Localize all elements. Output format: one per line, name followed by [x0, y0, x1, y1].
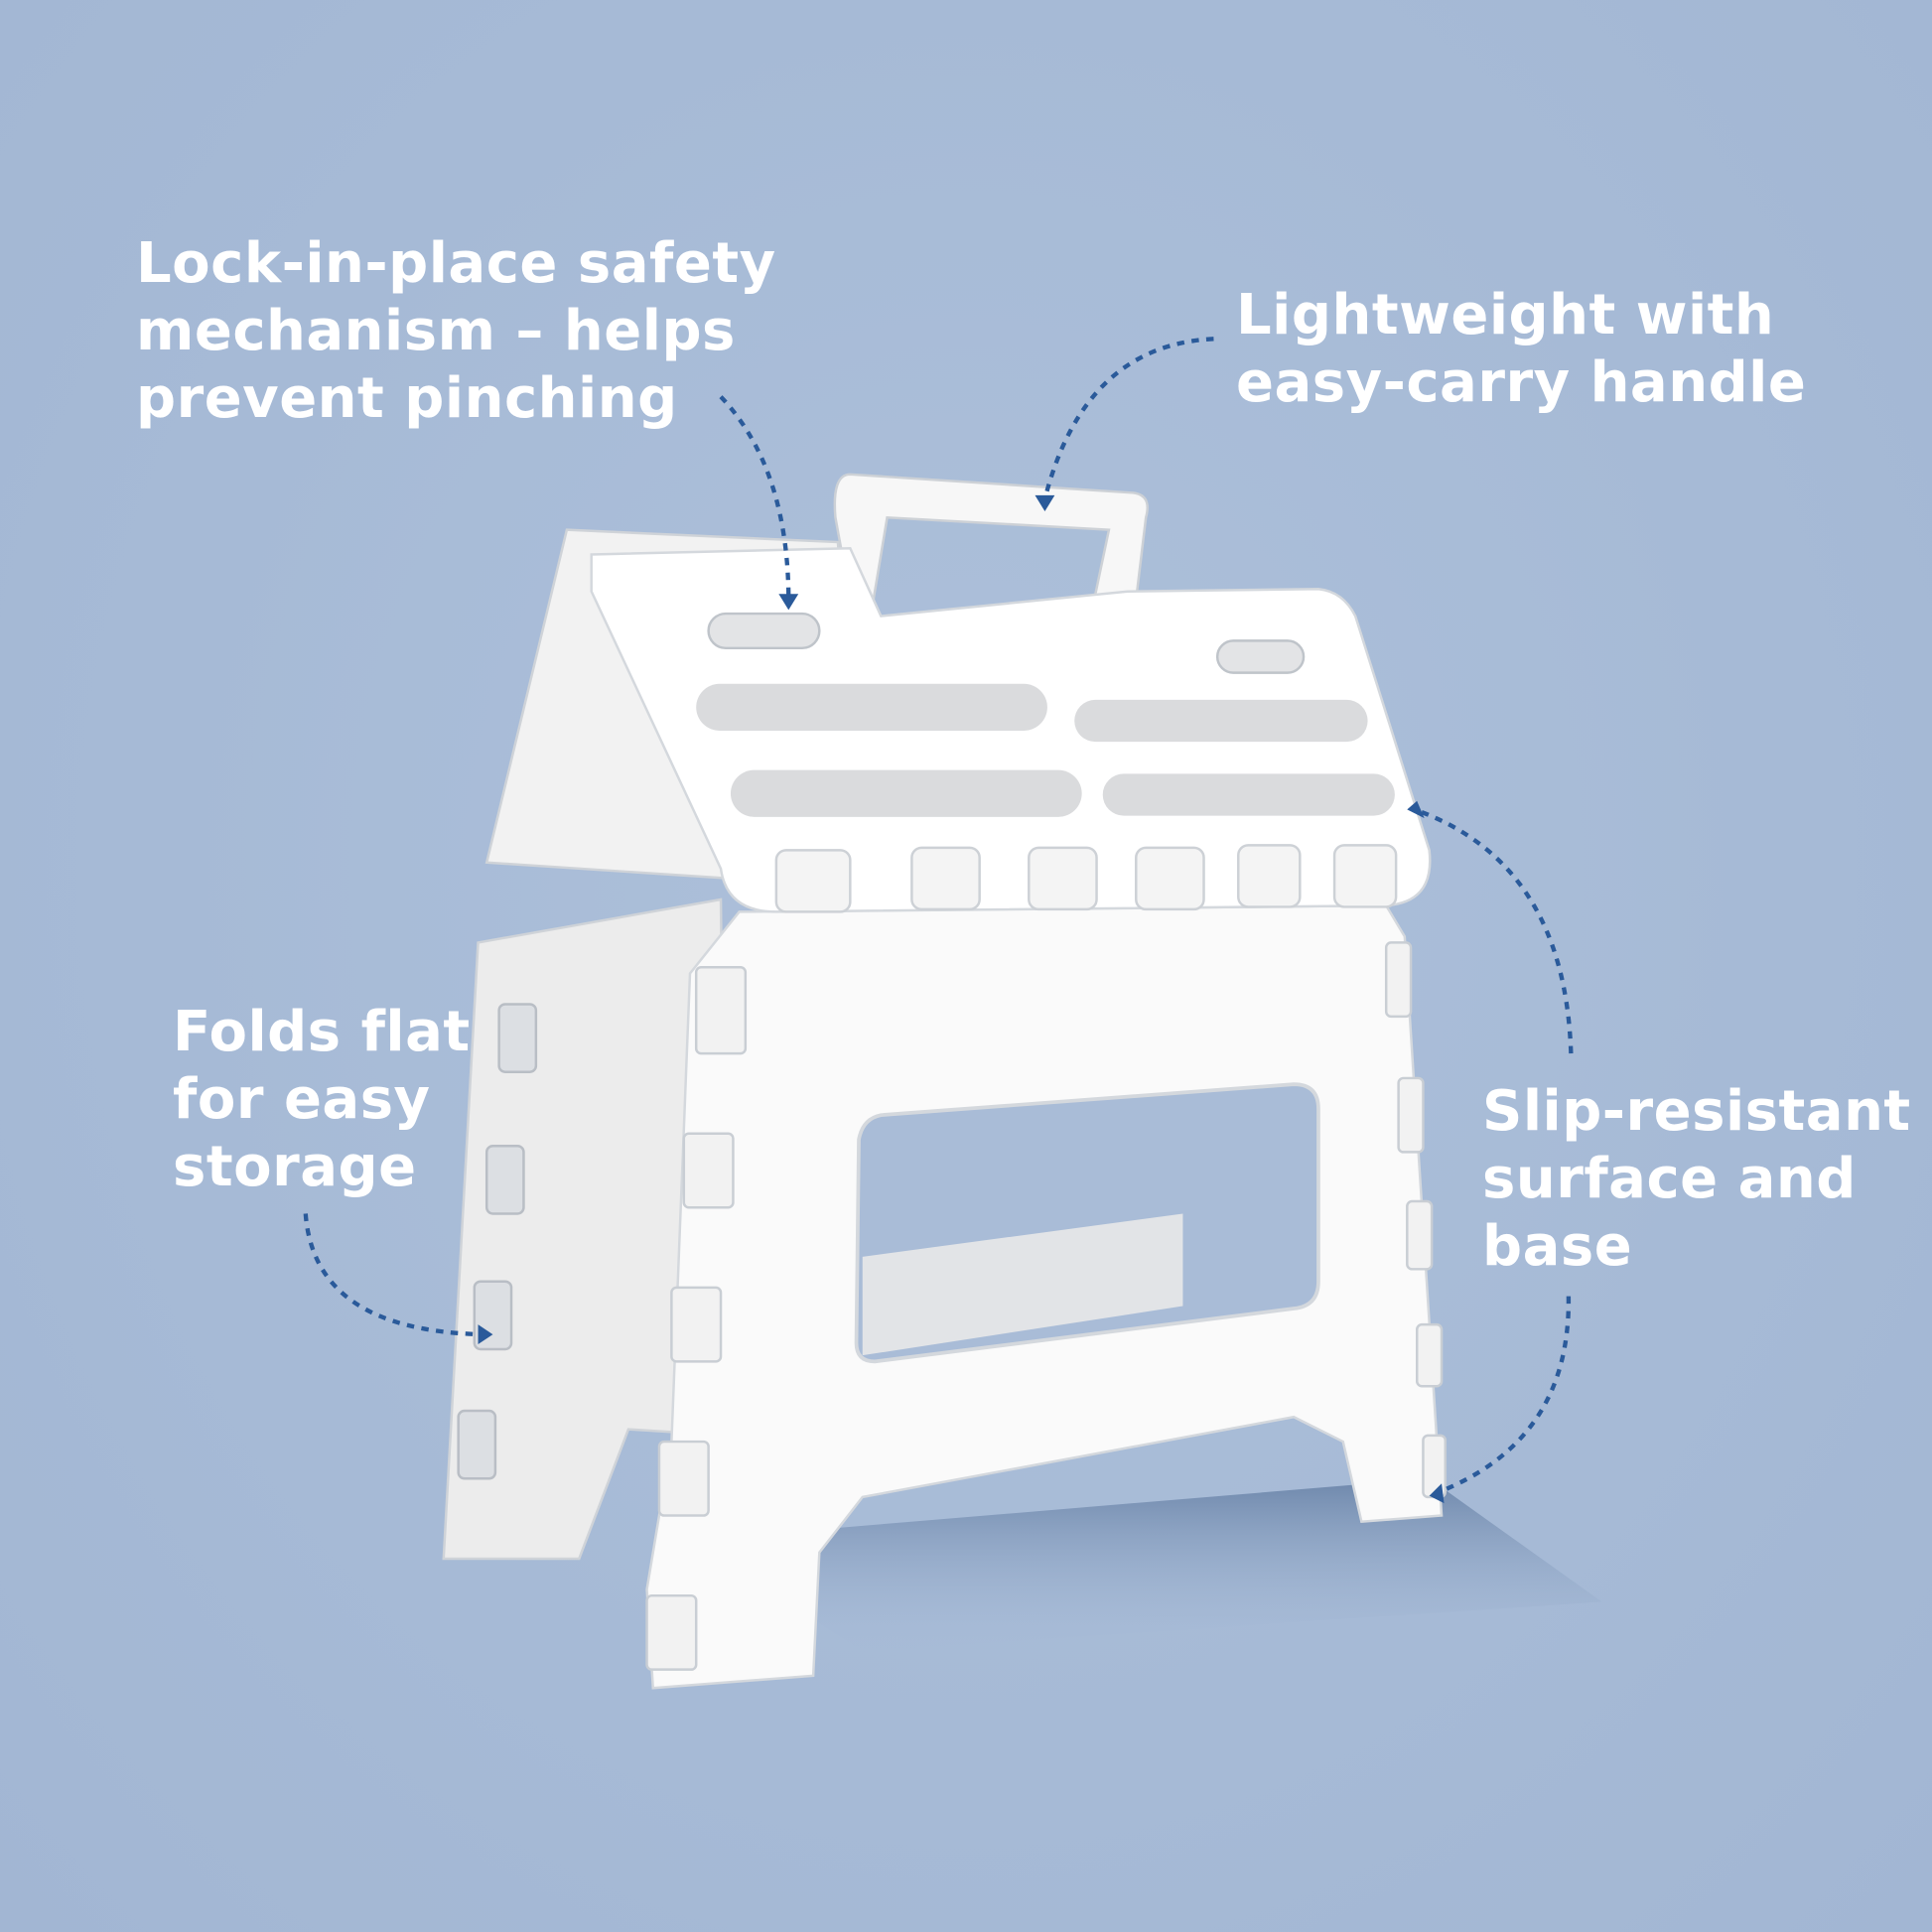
- grip-strips: [696, 683, 1395, 817]
- lock-sliders: [707, 612, 1306, 674]
- callout-folds-line-3: storage: [173, 1135, 417, 1199]
- callout-arrows: [303, 337, 1574, 1496]
- arrow-slip-top: [1414, 807, 1574, 1054]
- callout-lock-line-3: prevent pinching: [136, 366, 678, 431]
- callout-slip-line-3: base: [1482, 1214, 1633, 1279]
- callout-folds-flat: Folds flat for easy storage: [173, 999, 471, 1201]
- callout-lightweight-handle: Lightweight with easy-carry handle: [1236, 282, 1806, 417]
- callout-slip-line-2: surface and: [1482, 1147, 1857, 1211]
- arrow-slip-bottom: [1435, 1296, 1572, 1496]
- callout-lock-line-2: mechanism – helps: [136, 299, 736, 363]
- callout-slip-line-1: Slip-resistant: [1482, 1079, 1911, 1144]
- arrowheads: [478, 494, 1445, 1504]
- inner-base: [862, 1213, 1183, 1356]
- arrow-folds: [303, 1213, 483, 1337]
- callout-lock-in-place: Lock-in-place safety mechanism – helps p…: [136, 230, 776, 433]
- callout-handle-line-2: easy-carry handle: [1236, 350, 1807, 415]
- back-leg-hinges: [457, 1003, 538, 1480]
- seat-hinges: [774, 844, 1398, 913]
- front-leg-hinges: [645, 941, 1448, 1671]
- callout-handle-line-1: Lightweight with: [1236, 283, 1775, 347]
- callout-folds-line-1: Folds flat: [173, 1000, 471, 1064]
- callout-folds-line-2: for easy: [173, 1067, 431, 1132]
- arrow-handle: [1042, 337, 1214, 500]
- callout-slip-resistant: Slip-resistant surface and base: [1482, 1078, 1911, 1281]
- callout-lock-line-1: Lock-in-place safety: [136, 231, 776, 296]
